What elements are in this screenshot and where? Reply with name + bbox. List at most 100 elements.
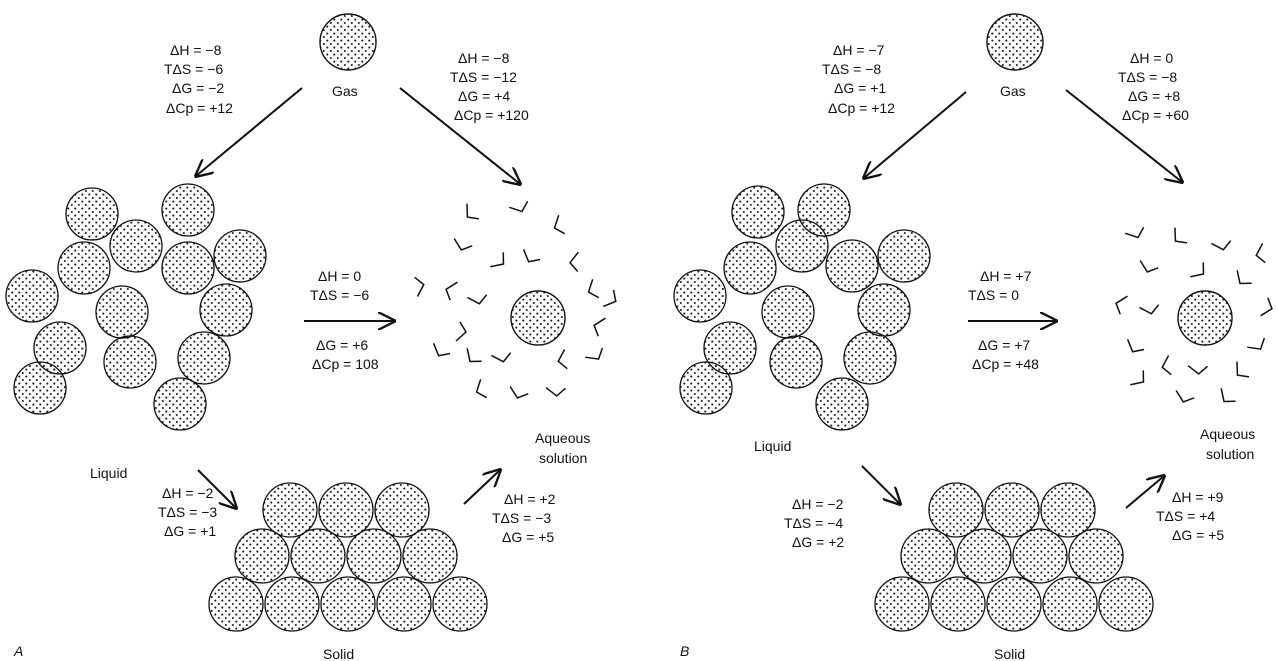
arrow-gas-to-aqueous (1065, 89, 1182, 182)
liquid-molecules (5, 183, 267, 431)
molecule (986, 576, 1042, 632)
molecule (320, 576, 376, 632)
arrow-gas-to-liquid (196, 87, 303, 176)
water-molecule (522, 249, 541, 263)
delta-cp: ΔCp = +60 (1122, 107, 1189, 123)
water-molecule (1236, 270, 1252, 285)
molecule (815, 377, 869, 431)
water-molecule (557, 349, 568, 370)
molecule (161, 241, 215, 295)
panel-letter: A (13, 643, 23, 659)
water-molecule (569, 251, 579, 272)
panel-letter: B (680, 643, 689, 659)
liquid-to-solid-values: ΔH = −2 TΔS = −4 ΔG = +2 (784, 496, 844, 550)
t-delta-s: TΔS = −3 (492, 510, 551, 526)
panel-b: B Gas ΔH = −7 TΔS = −8 ΔG = +1 ΔCp = +12… (673, 13, 1273, 661)
delta-h: ΔH = −8 (170, 42, 222, 58)
water-molecule (1130, 370, 1145, 386)
water-molecule (455, 321, 467, 342)
water-molecule (453, 238, 473, 251)
water-molecule (1247, 337, 1266, 350)
t-delta-s: TΔS = −8 (1118, 69, 1177, 85)
water-molecules (414, 200, 617, 399)
molecule (95, 285, 149, 339)
solid-label: Solid (323, 646, 354, 661)
liquid-to-solid-values: ΔH = −2 TΔS = −3 ΔG = +1 (158, 485, 217, 539)
water-molecule (466, 348, 482, 363)
molecule (679, 361, 733, 415)
water-molecule (1139, 304, 1160, 315)
molecule (153, 377, 207, 431)
water-molecule (1220, 388, 1236, 403)
molecule (103, 335, 157, 389)
arrow-liquid-to-solid (197, 469, 236, 508)
delta-h: ΔH = 0 (318, 268, 361, 284)
solid-to-aqueous-values: ΔH = +2 TΔS = −3 ΔG = +5 (492, 491, 556, 545)
molecule (318, 482, 374, 538)
water-molecule (414, 276, 425, 297)
t-delta-s: TΔS = −3 (158, 504, 217, 520)
water-molecule (445, 281, 458, 301)
water-molecule (1124, 226, 1145, 239)
gas-to-aqueous-values: ΔH = 0 TΔS = −8 ΔG = +8 ΔCp = +60 (1118, 50, 1189, 123)
gas-label: Gas (332, 83, 358, 99)
molecule (177, 331, 231, 385)
water-molecule (466, 203, 480, 220)
molecule (761, 285, 815, 339)
water-molecule (1174, 227, 1188, 244)
water-molecule (1175, 390, 1195, 403)
water-molecule (593, 317, 606, 337)
t-delta-s: TΔS = +4 (1156, 508, 1215, 524)
delta-g: ΔG = +4 (458, 88, 510, 104)
t-delta-s: TΔS = −6 (164, 61, 223, 77)
molecule (199, 283, 253, 337)
water-molecules (1115, 226, 1273, 403)
solid-to-aqueous-values: ΔH = +9 TΔS = +4 ΔG = +5 (1156, 489, 1224, 543)
molecule (825, 239, 879, 293)
water-molecule (432, 343, 451, 357)
gas-molecule (986, 13, 1044, 71)
molecule (5, 269, 59, 323)
molecule (877, 229, 931, 283)
molecule (1042, 576, 1098, 632)
molecule (673, 269, 727, 323)
water-molecule (1236, 361, 1250, 378)
panel-a: A Gas ΔH = −8 TΔS = −6 ΔG = −2 ΔCp = +12… (5, 13, 617, 661)
solution-label: solution (539, 450, 587, 466)
water-molecule (1211, 240, 1232, 251)
molecule (1040, 482, 1096, 538)
molecule (13, 361, 67, 415)
delta-g: ΔG = −2 (172, 80, 224, 96)
arrow-gas-to-aqueous (399, 87, 520, 184)
molecule (769, 335, 823, 389)
molecule (346, 528, 402, 584)
water-molecule (1187, 365, 1208, 375)
delta-cp: ΔCp = +12 (166, 100, 233, 116)
molecule (402, 528, 458, 584)
delta-g: ΔG = +5 (502, 529, 554, 545)
delta-h: ΔH = +7 (980, 268, 1032, 284)
delta-g: ΔG = +6 (316, 337, 368, 353)
water-molecule (1115, 295, 1128, 315)
t-delta-s: TΔS = −6 (310, 287, 369, 303)
molecule (213, 229, 267, 283)
t-delta-s: TΔS = 0 (968, 287, 1019, 303)
arrow-gas-to-liquid (864, 91, 967, 178)
arrow-solid-to-aqueous (463, 470, 500, 505)
molecule (723, 241, 777, 295)
delta-g: ΔG = +1 (834, 80, 886, 96)
water-molecule (1139, 260, 1159, 273)
water-molecule (491, 352, 512, 363)
molecule (234, 528, 290, 584)
delta-g: ΔG = +7 (978, 337, 1030, 353)
solid-label: Solid (994, 646, 1025, 661)
arrow-liquid-to-solid (861, 465, 900, 504)
delta-h: ΔH = 0 (1130, 50, 1173, 66)
molecule (109, 219, 163, 273)
solute-molecule (1177, 290, 1233, 346)
molecule (775, 219, 829, 273)
molecule (874, 576, 930, 632)
delta-h: ΔH = −2 (162, 485, 214, 501)
delta-g: ΔG = +5 (1172, 527, 1224, 543)
